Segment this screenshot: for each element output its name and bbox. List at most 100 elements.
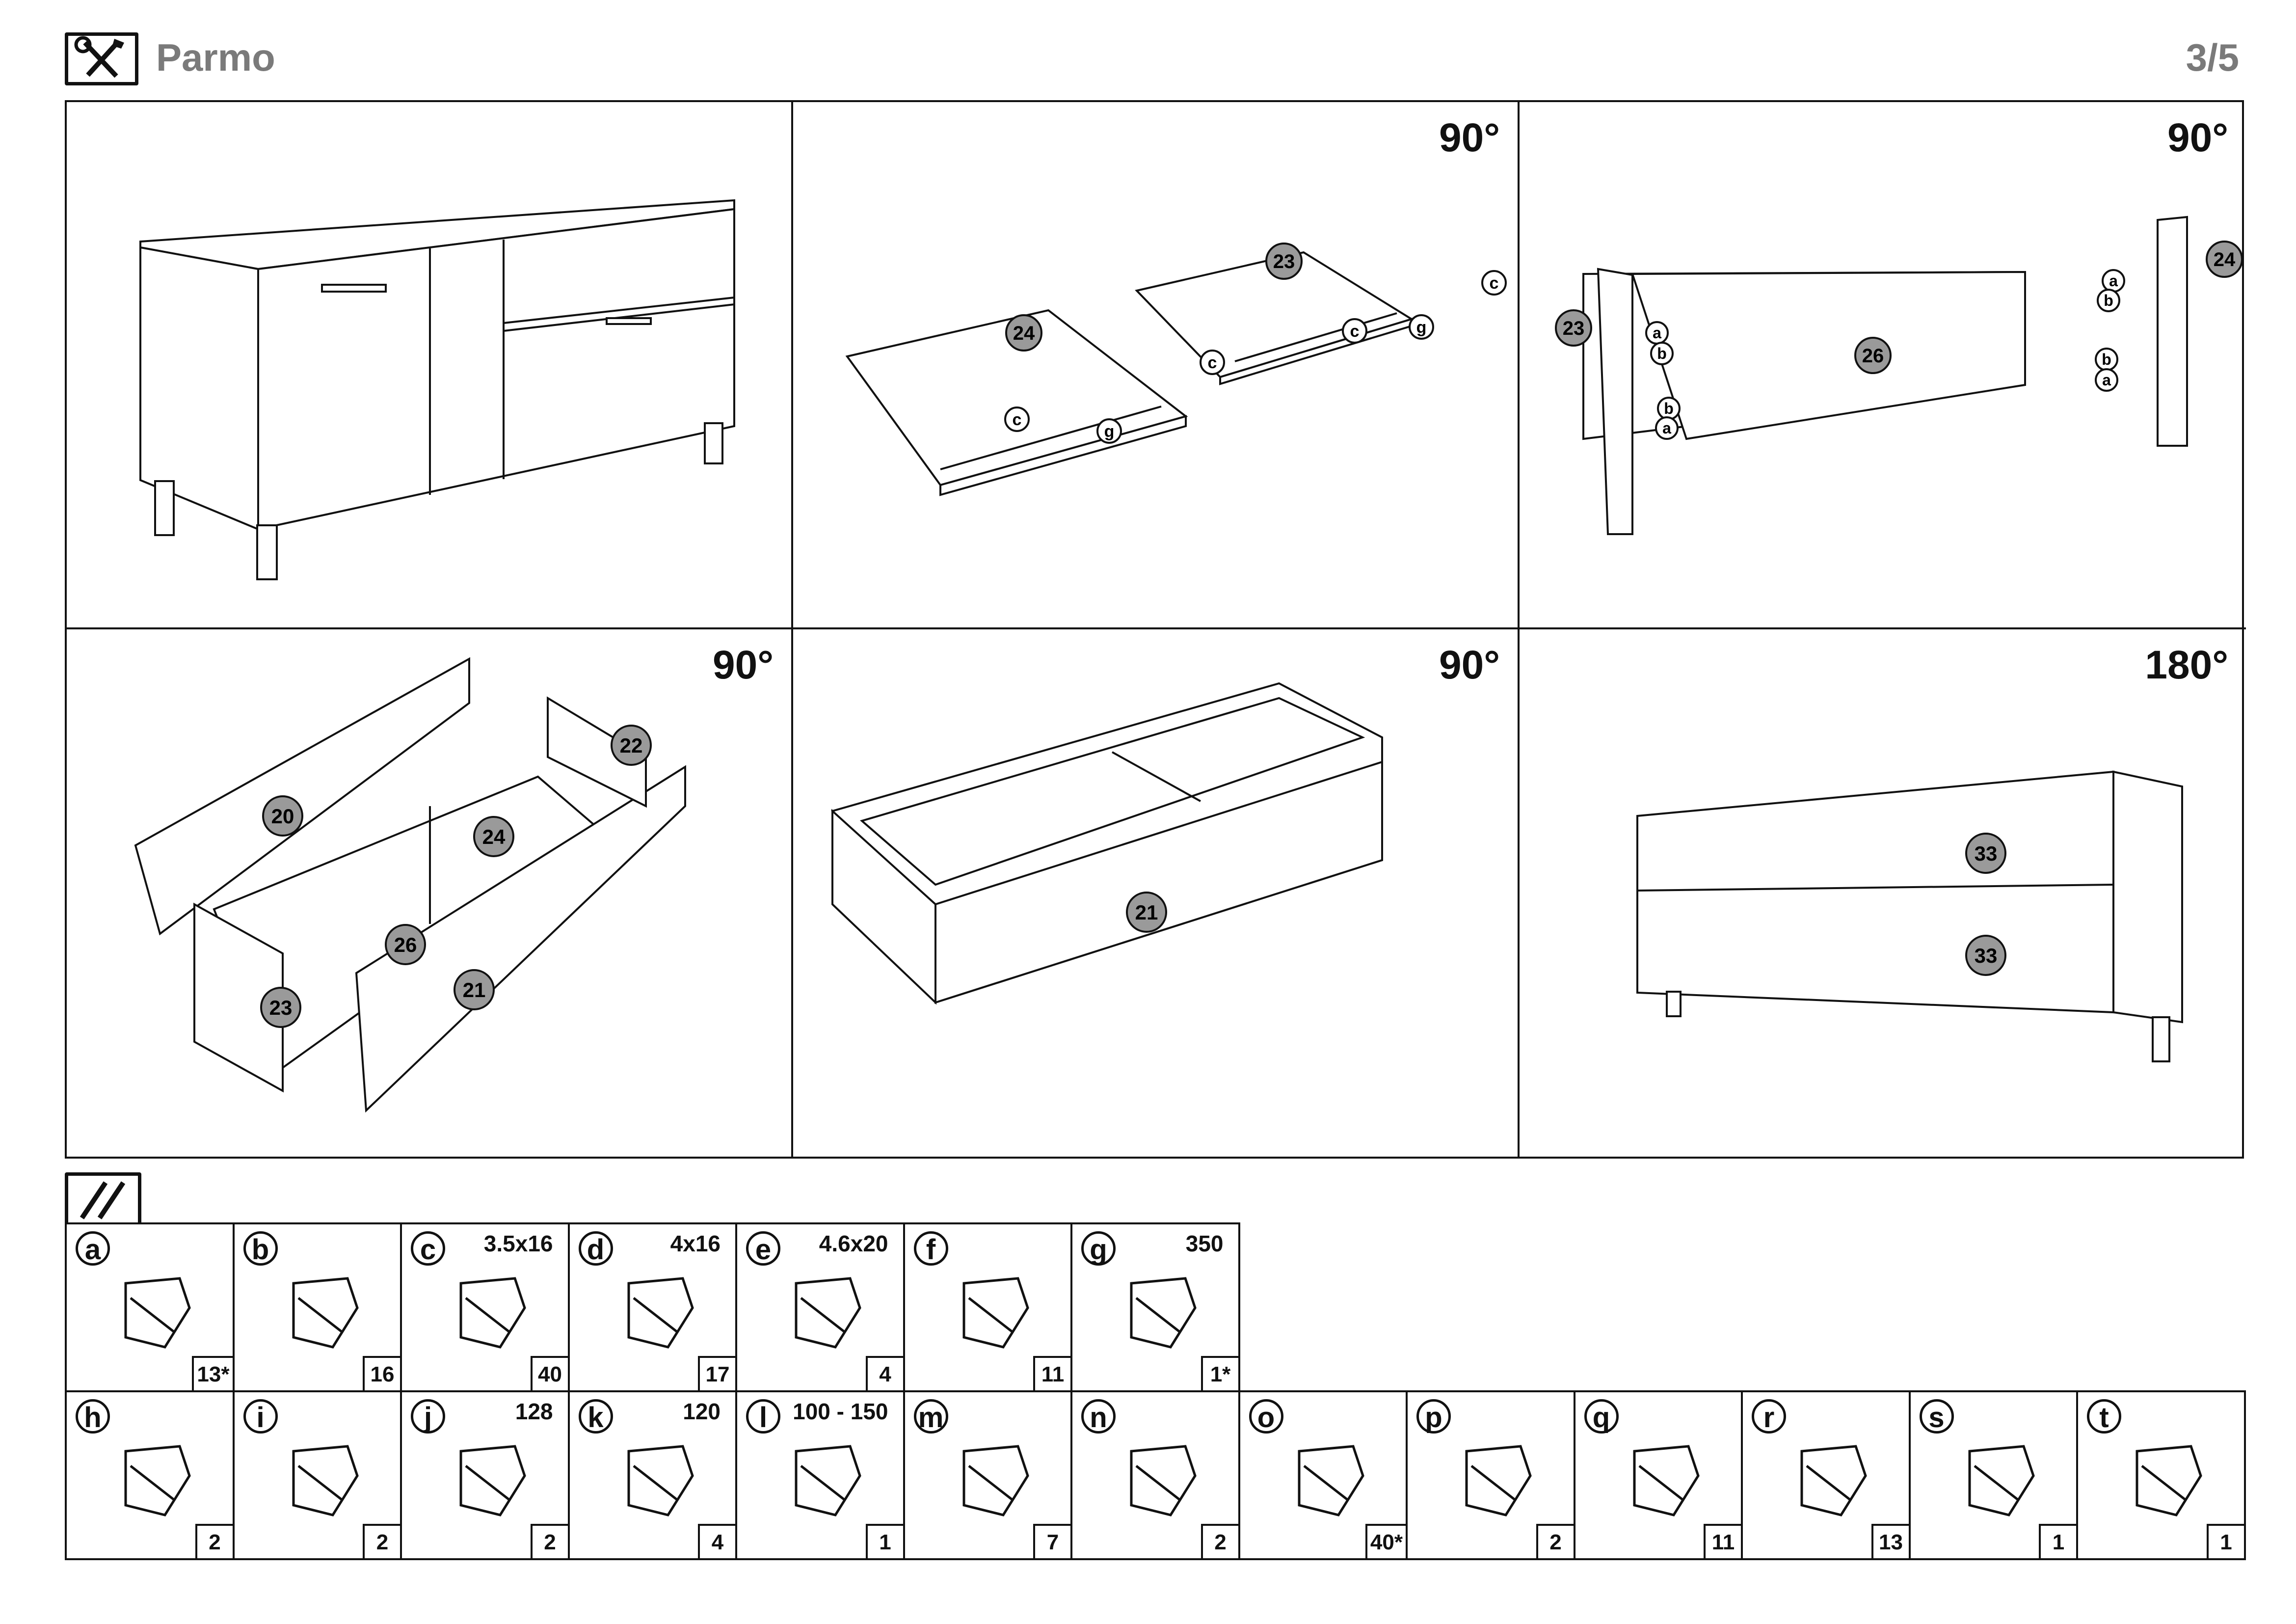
nail-icon — [1298, 1445, 1364, 1516]
part-quantity: 1 — [865, 1524, 905, 1560]
part-size: 4.6x20 — [819, 1231, 888, 1256]
screw-icon — [795, 1277, 861, 1349]
svg-text:23: 23 — [269, 996, 293, 1019]
part-letter: m — [913, 1399, 948, 1434]
svg-text:c: c — [1208, 353, 1217, 372]
svg-text:24: 24 — [482, 825, 506, 848]
svg-text:g: g — [1416, 318, 1427, 337]
part-quantity: 4 — [865, 1356, 905, 1392]
part-letter: s — [1919, 1399, 1954, 1434]
part-quantity: 1 — [2206, 1524, 2246, 1560]
part-size: 100 - 150 — [793, 1399, 888, 1424]
svg-text:26: 26 — [1862, 345, 1884, 367]
part-letter: r — [1752, 1399, 1786, 1434]
rotation-indicator: 90° — [1439, 115, 1500, 160]
part-quantity: 1* — [1201, 1356, 1240, 1392]
svg-text:c: c — [1013, 410, 1022, 429]
step-5-illustration: 21 — [831, 682, 1383, 1005]
svg-text:33: 33 — [1975, 842, 1998, 865]
cap-icon — [1633, 1445, 1700, 1516]
finished-cabinet-illustration — [139, 199, 735, 580]
svg-text:b: b — [1657, 345, 1667, 362]
svg-text:a: a — [2102, 371, 2111, 389]
part-quantity: 4 — [698, 1524, 737, 1560]
part-letter: e — [746, 1231, 780, 1266]
part-size: 128 — [515, 1399, 553, 1424]
part-letter: g — [1081, 1231, 1116, 1266]
svg-text:20: 20 — [271, 805, 294, 828]
part-quantity: 2 — [1201, 1524, 1240, 1560]
confirmat-icon — [962, 1277, 1029, 1349]
part-cell-e: e 4.6x20 4 — [735, 1222, 905, 1392]
part-quantity: 2 — [363, 1524, 402, 1560]
tools-icon — [65, 32, 138, 85]
part-letter: a — [76, 1231, 110, 1266]
rotation-indicator: 90° — [2167, 115, 2228, 160]
part-quantity: 13* — [192, 1356, 235, 1392]
part-quantity: 2 — [195, 1524, 235, 1560]
part-letter: h — [76, 1399, 110, 1434]
part-letter: t — [2087, 1399, 2121, 1434]
hinge-icon — [124, 1445, 191, 1516]
svg-text:b: b — [1664, 400, 1674, 417]
shelf-pin-icon — [962, 1445, 1029, 1516]
pad-icon — [1465, 1445, 1532, 1516]
allen-key-icon — [1968, 1445, 2035, 1516]
part-quantity: 40 — [530, 1356, 570, 1392]
panel-label: 23 — [1273, 251, 1295, 272]
handle-icon — [459, 1445, 526, 1516]
part-size: 120 — [683, 1399, 721, 1424]
rotation-indicator: 90° — [1439, 643, 1500, 687]
svg-text:b: b — [2102, 351, 2111, 368]
part-quantity: 11 — [1704, 1524, 1743, 1560]
page-number: 3/5 — [2186, 36, 2239, 79]
adjustable-foot-icon — [795, 1445, 861, 1516]
panel-label: 24 — [1013, 323, 1035, 344]
hinge-icon — [292, 1445, 359, 1516]
svg-text:a: a — [1662, 419, 1671, 437]
svg-text:g: g — [1104, 422, 1115, 441]
dowel-icon — [292, 1277, 359, 1349]
angle-bracket-icon — [1130, 1445, 1197, 1516]
part-quantity: 1 — [2039, 1524, 2078, 1560]
part-letter: f — [913, 1231, 948, 1266]
part-quantity: 40* — [1365, 1524, 1408, 1560]
svg-text:b: b — [2104, 292, 2113, 309]
connector-strip-icon — [2136, 1445, 2202, 1516]
part-letter: q — [1584, 1399, 1619, 1434]
glide-icon — [1800, 1445, 1867, 1516]
leg-bracket-icon — [627, 1445, 694, 1516]
step-5: 90° 21 — [793, 629, 1520, 1159]
svg-text:a: a — [1653, 324, 1661, 342]
drawer-slide-icon — [1130, 1277, 1197, 1349]
svg-text:22: 22 — [620, 734, 643, 757]
rotation-indicator: 90° — [712, 643, 774, 687]
part-letter: i — [243, 1399, 278, 1434]
part-quantity: 2 — [1536, 1524, 1575, 1560]
svg-text:21: 21 — [463, 978, 486, 1001]
part-quantity: 16 — [363, 1356, 402, 1392]
part-size: 3.5x16 — [483, 1231, 553, 1256]
svg-text:21: 21 — [1135, 901, 1158, 924]
part-letter: c — [411, 1231, 445, 1266]
svg-text:23: 23 — [1563, 318, 1585, 339]
part-letter: n — [1081, 1399, 1116, 1434]
part-quantity: 7 — [1033, 1524, 1072, 1560]
svg-text:c: c — [1490, 274, 1499, 293]
